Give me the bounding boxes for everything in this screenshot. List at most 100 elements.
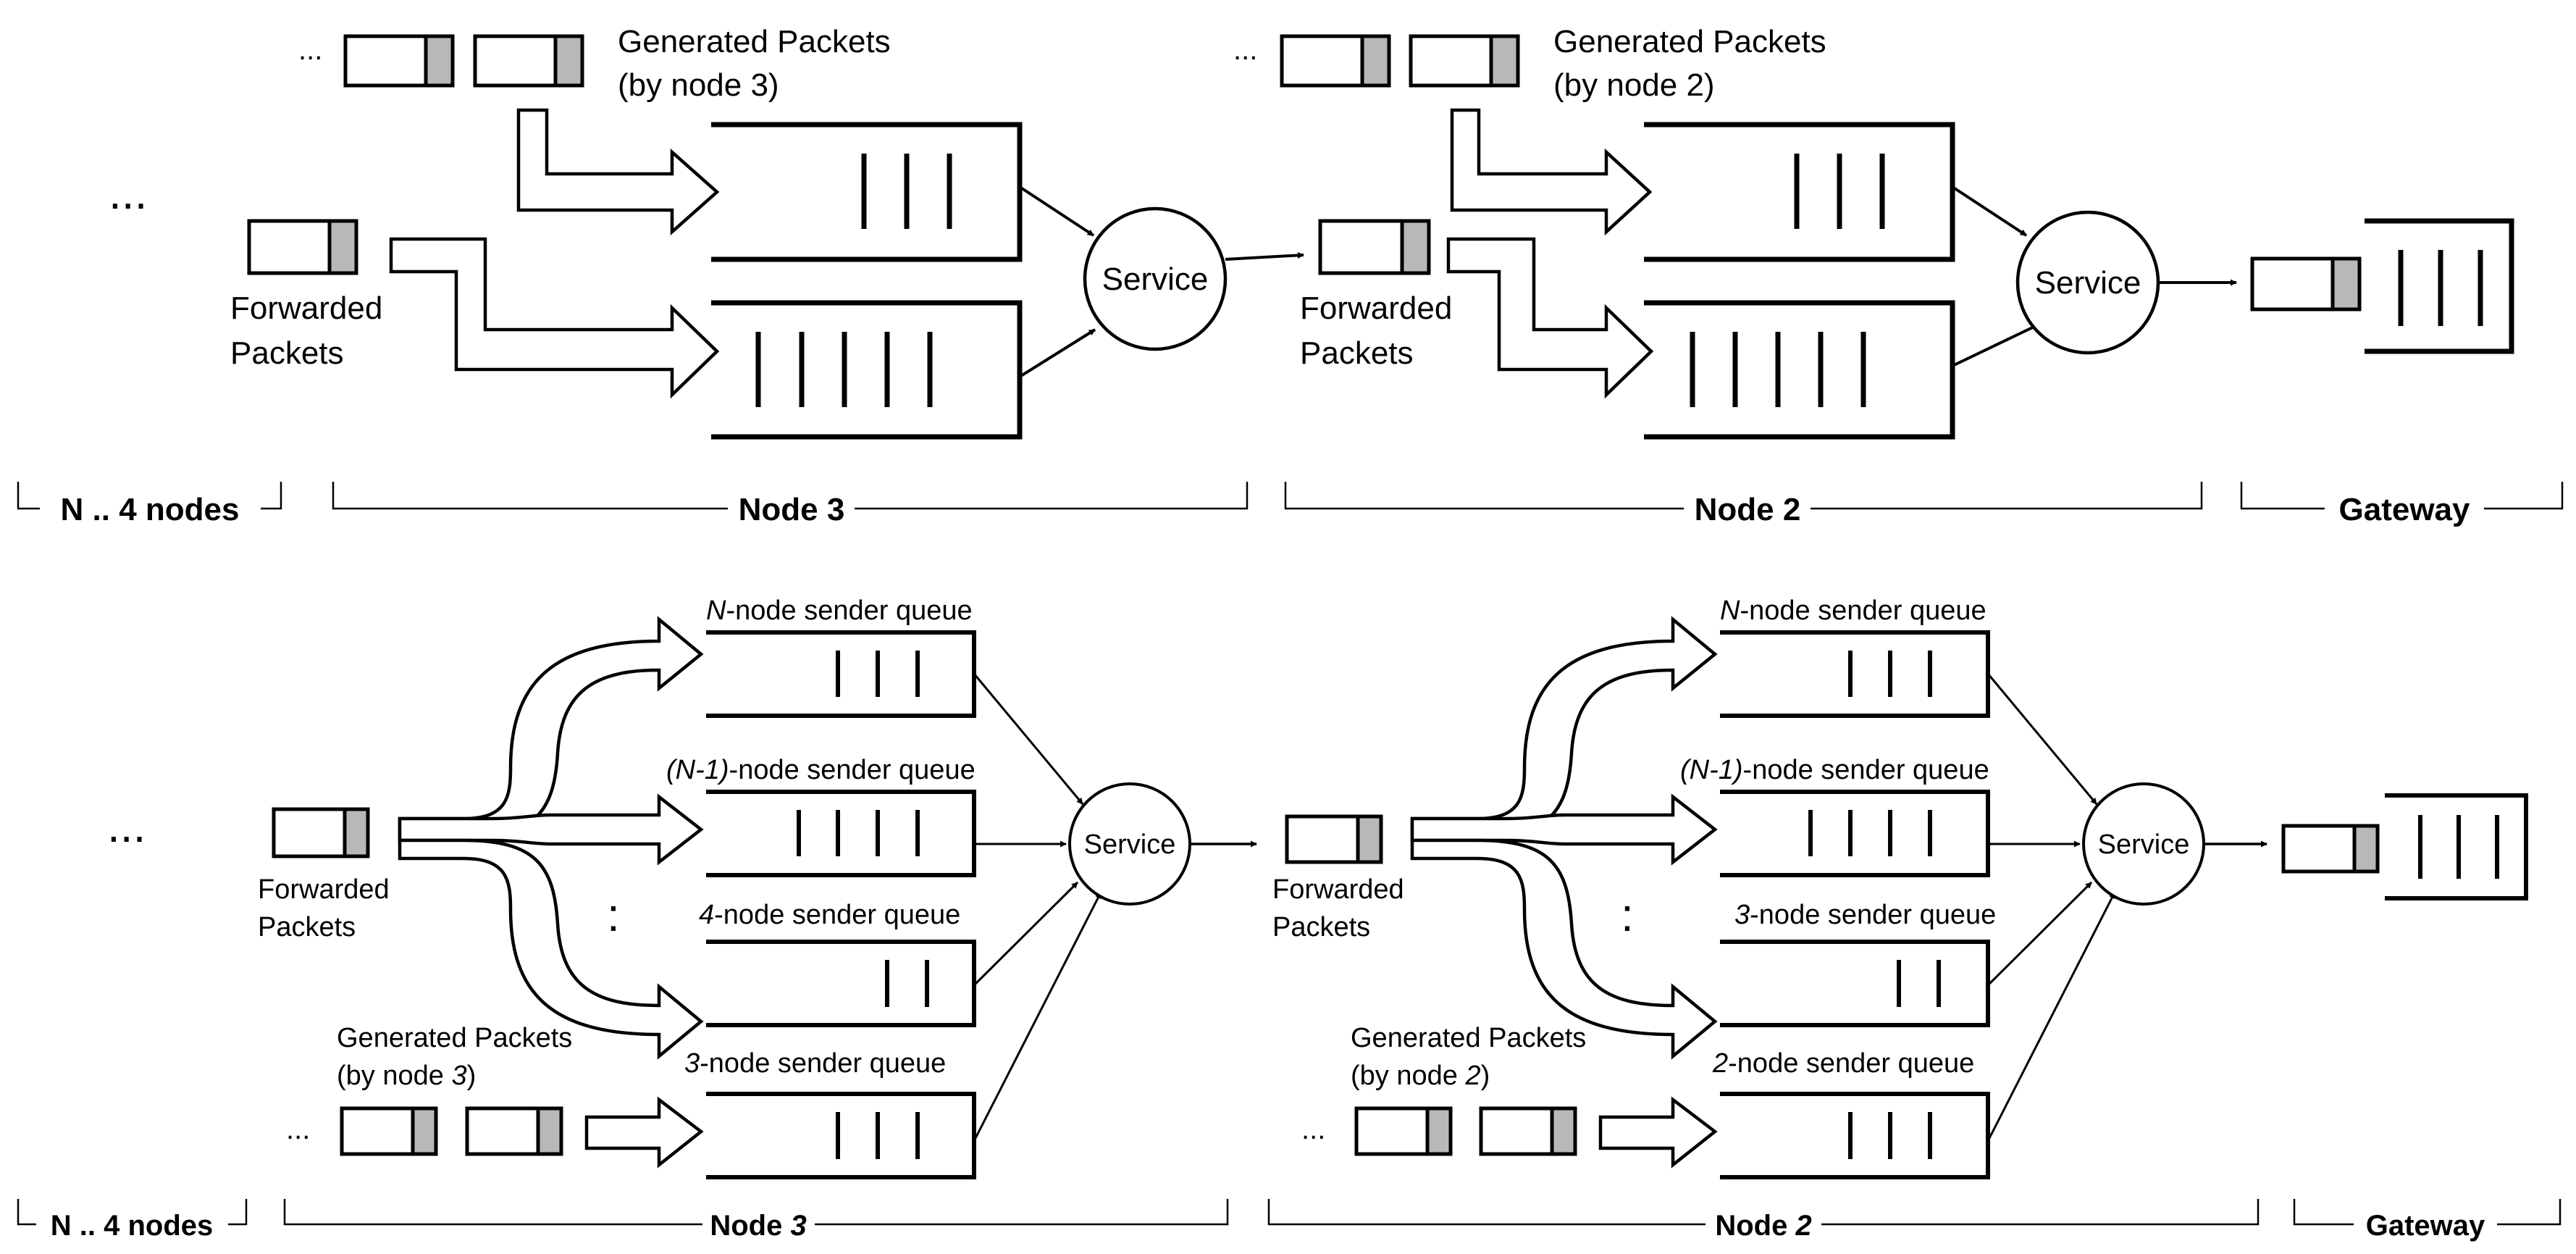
top-gen3-label-line2: (by node 3) (618, 67, 779, 103)
left-queue-3 (706, 940, 976, 1027)
queue-lower-node3 (711, 300, 1023, 440)
right-queue-label-2: (N-1)-node sender queue (1680, 755, 1989, 785)
left-queue-label-3: 4-node sender queue (699, 900, 960, 930)
queue-lower-node2 (1644, 300, 1955, 440)
bottom-generated-packets-left: Generated Packets (by node 3) ... (286, 1023, 704, 1169)
vdots-left: : (607, 889, 620, 941)
arrow-left-q4-to-service (973, 892, 1102, 1142)
bottom-gen-left-line2: (by node 3) (337, 1061, 476, 1091)
hollow-arrow-generated-node3 (516, 108, 720, 236)
packet-icon (247, 219, 358, 275)
top-ellipsis: ... (109, 167, 147, 219)
top-gen2-label-line1: Generated Packets (1553, 24, 1826, 59)
right-queue-label-3: 3-node sender queue (1734, 900, 1996, 930)
packet-icon (1409, 34, 1520, 88)
queue-upper-node2 (1644, 122, 1955, 262)
bottom-gen-right-line2: (by node 2) (1351, 1061, 1490, 1091)
top-forwarded-label-line2-left: Packets (230, 335, 344, 371)
hollow-arrow-generated-right (1598, 1096, 1718, 1169)
service-node3: Service (1083, 206, 1228, 351)
bottom-generated-packets-right: Generated Packets (by node 2) ... (1301, 1023, 1718, 1169)
bottom-diagram: ... Forwarded Packets : N-node sender qu… (17, 595, 2562, 1242)
top-gen2-label-line2: (by node 2) (1553, 67, 1715, 103)
right-queue-label-1: N-node sender queue (1720, 595, 1986, 626)
arrow-service-node3-out (1225, 251, 1304, 261)
bottom-forwarded-label-line2-left: Packets (258, 912, 356, 942)
queue-upper-node3 (711, 122, 1023, 262)
bracket-label-n4-bottom: N .. 4 nodes (51, 1210, 214, 1242)
service-node2-label: Service (2035, 265, 2141, 301)
left-queue-1 (706, 630, 976, 718)
left-queue-2 (706, 790, 976, 877)
right-queue-1 (1720, 630, 1990, 718)
left-queue-label-1: N-node sender queue (706, 595, 973, 626)
bracket-label-node2-top: Node 2 (1695, 492, 1801, 527)
packet-icon (272, 807, 370, 858)
bottom-ellipsis: ... (107, 800, 146, 852)
bottom-forwarded-label-line1-left: Forwarded (258, 874, 390, 905)
left-queue-label-2: (N-1)-node sender queue (666, 755, 976, 785)
bottom-gen-right-line1: Generated Packets (1351, 1023, 1586, 1053)
arrow-left-q3-to-service (973, 881, 1079, 987)
hollow-arrow-forwarded-node3 (389, 237, 720, 399)
service-bottom-right-label: Service (2098, 829, 2190, 860)
bottom-gen-right-ellipsis: ... (1301, 1113, 1325, 1145)
packet-icon (343, 34, 455, 88)
top-gen2-small-ellipsis: ... (1233, 34, 1257, 66)
service-node3-label: Service (1102, 262, 1209, 297)
queue-gateway-bottom (2385, 793, 2528, 900)
bottom-gen-left-ellipsis: ... (286, 1113, 310, 1145)
bracket-label-gateway-top: Gateway (2339, 492, 2471, 527)
top-forwarded-label-line2-right: Packets (1300, 335, 1414, 371)
top-forwarded-label-line1-right: Forwarded (1300, 290, 1452, 326)
top-forwarded-label-line1-left: Forwarded (230, 290, 382, 326)
service-bottom-left-label: Service (1084, 829, 1176, 860)
top-generated-packets-node3: ... Generated Packets (by node 3) (298, 24, 891, 103)
service-bottom-right: Service (2082, 782, 2205, 906)
packet-icon (1479, 1106, 1577, 1156)
packet-icon (1318, 219, 1431, 275)
arrow-upper-queue-to-service-node3 (1018, 185, 1095, 237)
left-queue-4 (706, 1092, 976, 1179)
packet-icon (2250, 256, 2362, 312)
bottom-gen-left-line1: Generated Packets (337, 1023, 572, 1053)
top-gen3-small-ellipsis: ... (298, 34, 322, 66)
packet-icon (1354, 1106, 1453, 1156)
bracket-label-gateway-bottom: Gateway (2366, 1210, 2485, 1242)
bracket-label-node2-bottom: Node 2 (1715, 1210, 1811, 1242)
packet-icon (340, 1106, 438, 1156)
top-gen3-label-line1: Generated Packets (618, 24, 891, 59)
bracket-label-n4-top: N .. 4 nodes (61, 492, 240, 527)
top-diagram: ... ... Generated Packets (by node 3) Fo… (17, 24, 2564, 527)
right-queue-4 (1720, 1092, 1990, 1179)
bottom-forwarded-label-line1-right: Forwarded (1272, 874, 1404, 905)
bottom-forwarded-label-line2-right: Packets (1272, 912, 1370, 942)
packet-icon (2281, 824, 2380, 874)
right-queue-label-4: 2-node sender queue (1712, 1048, 1974, 1079)
arrow-upper-queue-to-service-node2 (1951, 185, 2028, 237)
packet-icon (473, 34, 584, 88)
hollow-arrow-forwarded-node2 (1446, 237, 1654, 399)
arrow-right-q1-to-service (1986, 673, 2098, 805)
left-queue-label-4: 3-node sender queue (684, 1048, 946, 1079)
vdots-right: : (1621, 889, 1634, 941)
hollow-arrow-generated-node2 (1450, 108, 1653, 236)
arrow-right-q4-to-service (1986, 892, 2116, 1142)
top-brackets: N .. 4 nodes Node 3 Node 2 Gateway (17, 482, 2564, 527)
arrow-lower-queue-to-service-node3 (1018, 328, 1096, 378)
right-queue-3 (1720, 940, 1990, 1027)
hollow-arrow-generated-left (584, 1096, 704, 1169)
bracket-label-node3-top: Node 3 (739, 492, 845, 527)
packet-icon (1285, 814, 1383, 864)
right-queue-2 (1720, 790, 1990, 877)
arrow-lower-queue-to-service-node2 (1952, 323, 2039, 367)
top-generated-packets-node2: ... Generated Packets (by node 2) (1233, 24, 1826, 103)
bracket-label-node3-bottom: Node 3 (710, 1210, 806, 1242)
packet-icon (465, 1106, 563, 1156)
service-node2: Service (2015, 210, 2160, 355)
fanout-arrows-left (398, 616, 704, 1060)
arrow-right-q3-to-service (1986, 881, 2093, 987)
bottom-brackets: N .. 4 nodes Node 3 Node 2 Gateway (17, 1199, 2562, 1242)
packet-icon (1280, 34, 1391, 88)
